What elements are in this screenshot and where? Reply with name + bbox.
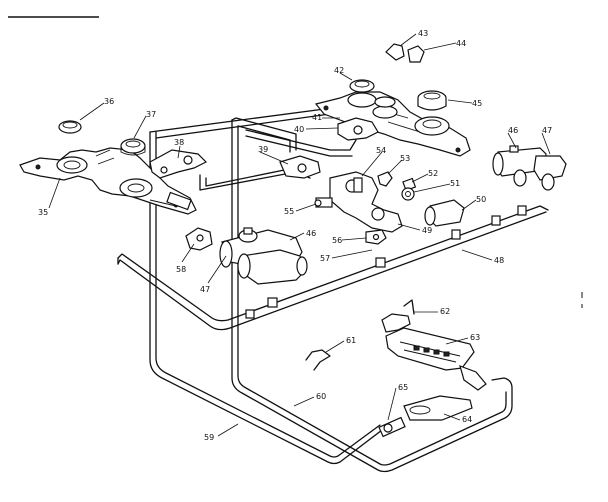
burner-head-45: [417, 90, 447, 111]
orifice-holder-38: [149, 149, 208, 179]
orifice-holder-40: [337, 117, 379, 141]
callout-55: 55: [284, 207, 294, 216]
callout-64: 64: [462, 415, 472, 424]
callout-59: 59: [204, 433, 214, 442]
callout-51: 51: [450, 179, 460, 188]
callout-36: 36: [104, 97, 114, 106]
leader-lines: [48, 33, 551, 437]
knob-43-44: [385, 43, 425, 63]
callout-53: 53: [400, 154, 410, 163]
valve-47-right: [533, 155, 567, 191]
callout-40: 40: [294, 125, 304, 134]
burner-head-41: [372, 96, 398, 119]
callout-57: 57: [320, 254, 330, 263]
callout-48: 48: [494, 256, 504, 265]
callout-54: 54: [376, 146, 386, 155]
callout-50: 50: [476, 195, 486, 204]
callout-37: 37: [146, 110, 156, 119]
callout-42: 42: [334, 66, 344, 75]
valve-47-left: [237, 249, 308, 285]
callout-46-right: 46: [508, 126, 518, 135]
callout-45: 45: [472, 99, 482, 108]
orifice-holder-39: [279, 155, 321, 179]
callout-52: 52: [428, 169, 438, 178]
valve-50: [424, 199, 465, 227]
callout-58: 58: [176, 265, 186, 274]
callout-65: 65: [398, 383, 408, 392]
bracket-62: [381, 299, 415, 333]
callout-43: 43: [418, 29, 428, 38]
callout-61: 61: [346, 336, 356, 345]
burner-cap-42: [349, 79, 375, 93]
callout-49: 49: [422, 226, 432, 235]
left-burner-bracket: [19, 147, 197, 215]
clamp-56: [365, 229, 387, 245]
fitting-55: [314, 197, 333, 208]
right-burner-bracket: [314, 91, 471, 157]
callout-44: 44: [456, 39, 466, 48]
callout-60: 60: [316, 392, 326, 401]
callout-62: 62: [440, 307, 450, 316]
center-valve-assembly: [329, 171, 403, 233]
manifold-clips: [245, 205, 527, 319]
burner-cap-36: [58, 120, 82, 134]
nut-51: [401, 187, 415, 201]
orifice-53: [377, 171, 393, 187]
callout-41: 41: [312, 113, 322, 122]
fitting-65: [378, 416, 406, 438]
callout-35: 35: [38, 208, 48, 217]
clip-61: [305, 349, 331, 371]
igniter-64: [403, 395, 473, 421]
callout-38: 38: [174, 138, 184, 147]
callout-56: 56: [332, 236, 342, 245]
burner-cap-37: [120, 138, 146, 156]
callout-46-left: 46: [306, 229, 316, 238]
valve-46-right: [492, 145, 547, 187]
callout-labels: 35 36 37 38 39 40 41 42 43 44 45 46 47 5…: [38, 29, 552, 442]
callout-47-left: 47: [200, 285, 210, 294]
broil-burner-63: [385, 327, 487, 391]
callout-47-right: 47: [542, 126, 552, 135]
bracket-58: [185, 227, 213, 251]
callout-63: 63: [470, 333, 480, 342]
gas-tubing: [117, 107, 549, 473]
callout-39: 39: [258, 145, 268, 154]
